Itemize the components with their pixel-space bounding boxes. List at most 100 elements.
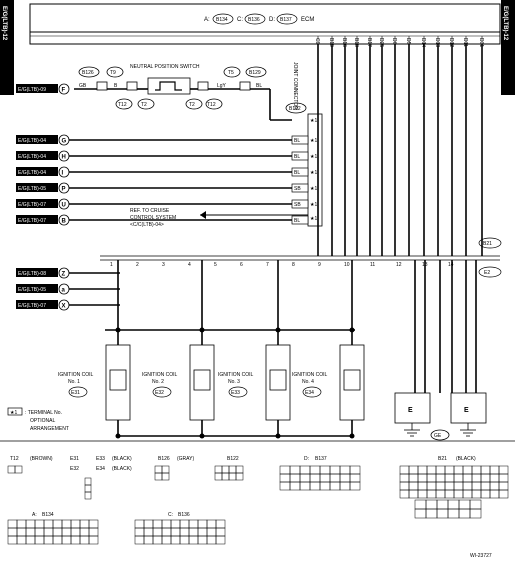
- neutral-wire-lgy: LgY: [217, 83, 227, 89]
- coil-name-2: No. 1: [68, 379, 80, 385]
- legend-mark: ★1: [10, 410, 17, 416]
- joint-connector-code: B122: [289, 106, 301, 112]
- legend: ★1 : TERMINAL No. OPTIONAL ARRANGEMENT: [7, 407, 69, 432]
- connector-d-prefix: D:: [304, 456, 309, 462]
- input-letter: F: [62, 88, 66, 94]
- input-wire-color: SB: [294, 202, 301, 208]
- ecm-pin-label: D6: [391, 38, 397, 45]
- connector-t12-color: (BROWN): [30, 456, 53, 462]
- input-ref: E/G(LTB)-04: [18, 170, 46, 176]
- ecm-c-prefix: C:: [237, 17, 243, 23]
- ecm-pin-label: B18: [353, 38, 359, 47]
- connector-e31-code: E31: [70, 456, 79, 462]
- connector-t12-code: T12: [10, 456, 19, 462]
- ecm-pin-label: D13: [434, 38, 440, 47]
- jc-terminal: ★1: [310, 118, 317, 124]
- neutral-switch-title: NEUTRAL POSITION SWITCH: [130, 64, 200, 70]
- connector-e31-color1: (BLACK): [112, 456, 132, 462]
- ground-e1: E: [408, 407, 413, 414]
- connector-c-prefix: C:: [168, 512, 173, 518]
- ecm-pin-label: B17: [366, 38, 372, 47]
- input-ref: E/G(LTB)-05: [18, 186, 46, 192]
- ecm-pin-label: D25: [378, 38, 384, 47]
- legend-line1: : TERMINAL No.: [25, 410, 62, 416]
- ecm-a-code: B134: [216, 17, 228, 23]
- ground-block: [394, 392, 487, 441]
- mid-pin-label: 10: [344, 262, 350, 268]
- cruise-ref-line1: REF. TO CRUISE: [130, 208, 170, 214]
- input-wire-color: BL: [294, 170, 300, 176]
- coil-name-2: No. 3: [228, 379, 240, 385]
- side-tab-left: [0, 0, 14, 95]
- connector-b126-code: B126: [158, 456, 170, 462]
- neutral-conn-t12b: T12: [207, 102, 216, 108]
- neutral-conn-t9: T9: [110, 70, 116, 76]
- neutral-conn-t5: T5: [228, 70, 234, 76]
- input-wire-color: BL: [294, 138, 300, 144]
- b21-badge: [478, 237, 502, 249]
- input-wire-color: SB: [294, 186, 301, 192]
- neutral-switch-labels: NEUTRAL POSITION SWITCH B126 T9 T5 B129 …: [79, 64, 262, 108]
- ecm-name: ECM: [301, 17, 314, 23]
- input-letter: I: [62, 171, 64, 177]
- jc-terminal: ★1: [310, 154, 317, 160]
- cruise-ref-line2: CONTROL SYSTEM: [130, 215, 176, 221]
- ground-ge: GE: [434, 433, 442, 439]
- mid-pin-label: 11: [370, 262, 375, 268]
- mid-pin-label: 1: [110, 262, 113, 268]
- ecm-a-prefix: A:: [204, 17, 210, 23]
- neutral-conn-t2b: T2: [189, 102, 195, 108]
- input-ref: E/G(LTB)-08: [18, 271, 46, 277]
- ecm-vertical-wires: [317, 44, 483, 256]
- mid-pin-label: 7: [266, 262, 269, 268]
- mid-pin-label: 6: [240, 262, 243, 268]
- cruise-ref-line3: <C/C(LTB)-04>: [130, 222, 164, 228]
- mid-pin-label: 2: [136, 262, 139, 268]
- coil-name-2: No. 2: [152, 379, 164, 385]
- legend-line3: ARRANGEMENT: [30, 426, 69, 432]
- jc-terminal: ★1: [310, 216, 317, 222]
- input-letter: Z: [62, 272, 66, 278]
- lower-harness: [105, 260, 477, 439]
- b21-code: B21: [483, 241, 492, 247]
- connector-a-prefix: A:: [32, 512, 37, 518]
- connector-b126-color: (GRAY): [177, 456, 194, 462]
- joint-connector-label: JOINT CONNECTOR: [292, 62, 298, 110]
- ecm-block: [29, 3, 501, 45]
- neutral-conn-t2a: T2: [141, 102, 147, 108]
- ecm-header: A: B134 C: B136 D: B137 ECM: [204, 13, 314, 25]
- coil-code: E32: [155, 390, 164, 396]
- coil-name-1: IGNITION COIL: [292, 372, 328, 378]
- neutral-wire-gb: GB: [79, 83, 87, 89]
- neutral-wire-bl: BL: [256, 83, 262, 89]
- neutral-conn-b129: B129: [249, 70, 261, 76]
- connector-e34-code: E34: [96, 466, 105, 472]
- connector-b21-color: (BLACK): [456, 456, 476, 462]
- input-letter: X: [62, 304, 66, 310]
- input-ref: E/G(LTB)-07: [18, 202, 46, 208]
- ecm-pin-label: D11: [462, 38, 468, 47]
- coil-code: E34: [305, 390, 314, 396]
- coil-name-2: No. 4: [302, 379, 314, 385]
- input-ref: E/G(LTB)-07: [18, 303, 46, 309]
- connector-b21-code: B21: [438, 456, 447, 462]
- neutral-conn-t12a: T12: [118, 102, 127, 108]
- ecm-pin-label: B16: [341, 38, 347, 47]
- cruise-reference: REF. TO CRUISE CONTROL SYSTEM <C/C(LTB)-…: [130, 208, 308, 228]
- mid-pin-label: 4: [188, 262, 191, 268]
- coil-name-1: IGNITION COIL: [142, 372, 178, 378]
- input-letter: P: [62, 187, 66, 193]
- input-ref: E/G(LTB)-09: [18, 87, 46, 93]
- footer-code: WI-23727: [470, 553, 492, 559]
- coil-code: E33: [231, 390, 240, 396]
- ecm-pin-label: D14: [420, 38, 426, 47]
- ecm-pin-label: D12: [448, 38, 454, 47]
- neutral-conn-b126: B126: [82, 70, 94, 76]
